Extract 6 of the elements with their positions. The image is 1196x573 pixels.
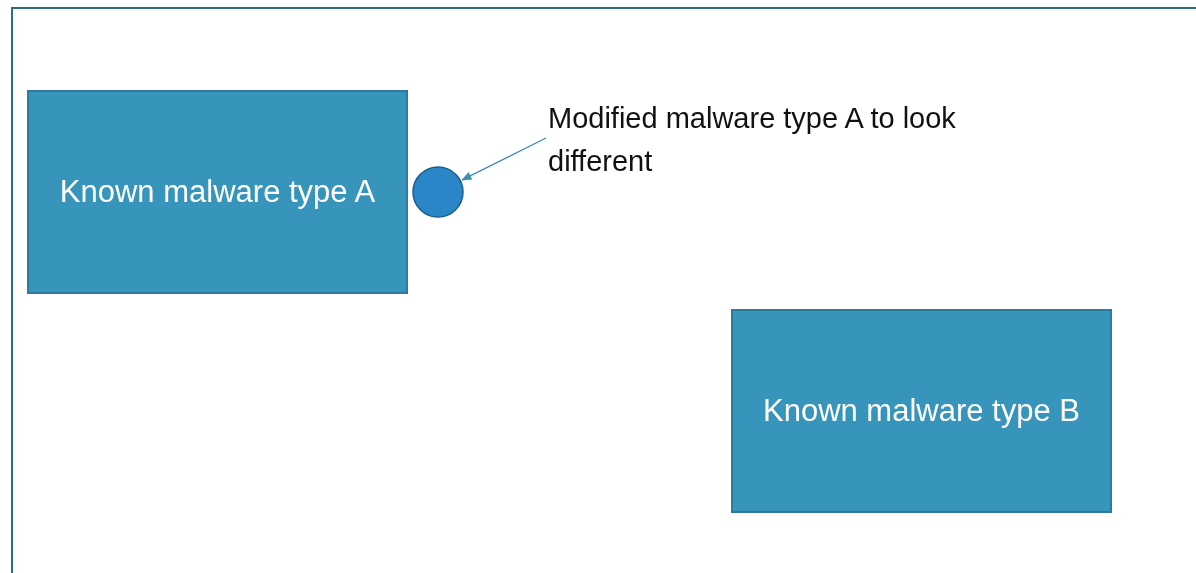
box-label: Known malware type A (59, 172, 376, 211)
malware-box (731, 309, 1112, 513)
callout-text: Modified malware type A to look different (548, 100, 957, 179)
malware-box (27, 90, 408, 294)
leader-arrow (461, 137, 547, 181)
box-label: Known malware type B (762, 391, 1080, 430)
